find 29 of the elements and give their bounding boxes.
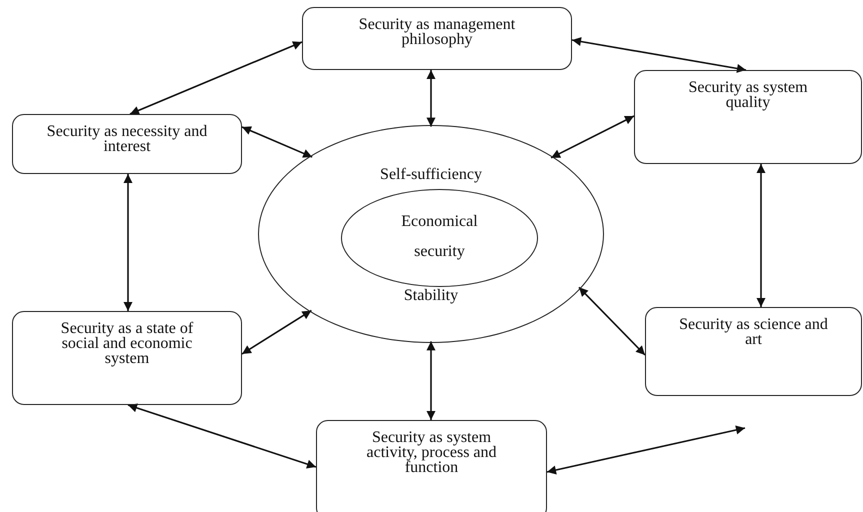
double-arrow — [572, 37, 746, 73]
rounded-box — [634, 70, 862, 164]
double-arrow — [546, 426, 746, 474]
double-arrow — [426, 341, 436, 420]
rounded-box — [12, 114, 242, 174]
rounded-box — [645, 307, 862, 396]
double-arrow — [242, 126, 312, 158]
double-arrow — [550, 115, 634, 159]
node-label: Economical security — [400, 212, 479, 262]
double-arrow — [242, 310, 312, 355]
double-arrow — [130, 41, 302, 115]
rounded-box — [302, 7, 572, 70]
node-label: Security as a state of social and economic system — [60, 321, 194, 366]
node-label: Self-sufficiency — [379, 167, 483, 182]
double-arrow — [756, 164, 766, 307]
rounded-box — [12, 311, 242, 405]
node-label: Stability — [402, 288, 460, 303]
rounded-box — [316, 420, 547, 512]
ellipse — [341, 189, 538, 287]
double-arrow — [426, 70, 436, 127]
double-arrow — [124, 174, 132, 311]
node-label: Security as system quality — [687, 80, 809, 110]
node-label: Security as science and art — [678, 317, 828, 347]
double-arrow — [578, 286, 646, 356]
node-label: Security as management philosophy — [358, 17, 516, 47]
node-label: Security as necessity and interest — [46, 124, 208, 154]
ellipse — [258, 125, 604, 343]
double-arrow — [128, 404, 316, 468]
node-label: Security as system activity, process and function — [365, 430, 498, 475]
